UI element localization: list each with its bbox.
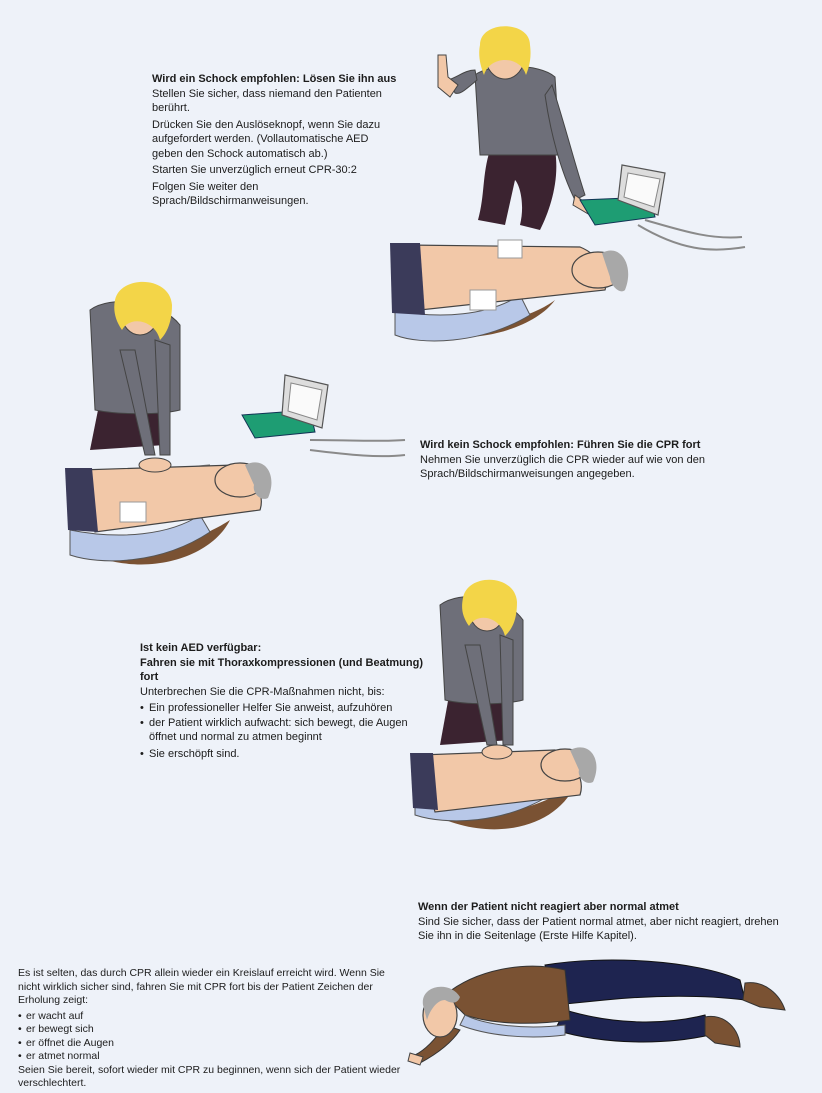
- recovery-position-illustration: [407, 959, 786, 1066]
- no-shock-text: Nehmen Sie unverzüglich die CPR wieder a…: [420, 453, 705, 481]
- recovery-list: er wacht auf er bewegt sich er öffnet di…: [18, 1010, 408, 1064]
- recovery-section: Es ist selten, das durch CPR allein wied…: [18, 967, 408, 1093]
- shock-illustration: [390, 26, 746, 342]
- list-item: Ein professioneller Helfer Sie anweist, …: [140, 701, 430, 716]
- cpr-aed-illustration: [65, 281, 406, 565]
- no-shock-section: Wird kein Schock empfohlen: Führen Sie d…: [420, 438, 710, 484]
- list-item: er atmet normal: [18, 1050, 408, 1064]
- breathing-section: Wenn der Patient nicht reagiert aber nor…: [418, 900, 788, 946]
- cpr-illustration: [410, 579, 597, 830]
- recovery-outro: Seien Sie bereit, sofort wieder mit CPR …: [18, 1063, 401, 1090]
- shock-advised-section: Wird ein Schock empfohlen: Lösen Sie ihn…: [152, 72, 402, 211]
- shock-line: Drücken Sie den Auslöseknopf, wenn Sie d…: [152, 118, 381, 160]
- no-aed-list: Ein professioneller Helfer Sie anweist, …: [140, 701, 430, 761]
- list-item: der Patient wirklich aufwacht: sich bewe…: [140, 716, 430, 745]
- no-aed-section: Ist kein AED verfügbar: Fahren sie mit T…: [140, 641, 430, 761]
- no-aed-heading-1: Ist kein AED verfügbar:: [140, 642, 262, 654]
- recovery-intro: Es ist selten, das durch CPR allein wied…: [18, 967, 385, 1006]
- no-shock-heading: Wird kein Schock empfohlen: Führen Sie d…: [420, 439, 701, 451]
- list-item: er wacht auf: [18, 1010, 408, 1024]
- shock-line: Stellen Sie sicher, dass niemand den Pat…: [152, 87, 382, 115]
- list-item: er öffnet die Augen: [18, 1037, 408, 1051]
- breathing-heading: Wenn der Patient nicht reagiert aber nor…: [418, 901, 679, 913]
- shock-advised-heading: Wird ein Schock empfohlen: Lösen Sie ihn…: [152, 73, 397, 85]
- shock-line: Starten Sie unverzüglich erneut CPR-30:2: [152, 164, 357, 176]
- list-item: Sie erschöpft sind.: [140, 747, 430, 762]
- breathing-text: Sind Sie sicher, dass der Patient normal…: [418, 915, 779, 943]
- no-aed-heading-2: Fahren sie mit Thoraxkompressionen (und …: [140, 656, 423, 684]
- no-aed-intro: Unterbrechen Sie die CPR-Maßnahmen nicht…: [140, 685, 385, 698]
- list-item: er bewegt sich: [18, 1023, 408, 1037]
- shock-line: Folgen Sie weiter den Sprach/Bildschirma…: [152, 180, 309, 208]
